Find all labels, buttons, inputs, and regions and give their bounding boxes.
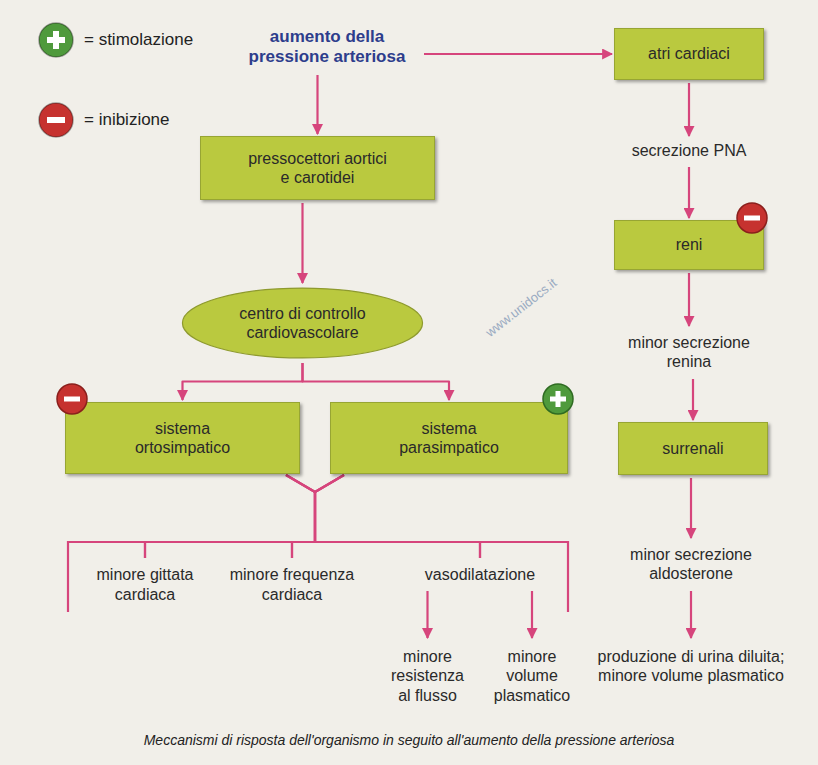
flow-arrow <box>292 475 344 558</box>
effects-bracket <box>68 542 568 612</box>
process-box: atri cardiaci <box>614 28 764 80</box>
flow-arrow <box>301 203 303 283</box>
node-text: secrezione PNA <box>632 141 747 160</box>
legend-text: = inibizione <box>84 110 170 130</box>
flow-arrow <box>426 591 428 638</box>
flow-arrow <box>286 475 315 558</box>
ellipse-outline <box>180 285 425 361</box>
flow-arrow <box>303 363 450 400</box>
node-text: vasodilatazione <box>425 565 535 584</box>
flow-arrow <box>145 475 315 558</box>
flow-arrow <box>183 363 303 400</box>
node-text: minore resistenza al flusso <box>385 647 470 705</box>
node-text: atri cardiaci <box>648 44 730 63</box>
flow-arrow <box>315 475 480 558</box>
legend-text: = stimolazione <box>84 30 193 50</box>
effect-text: vasodilatazione <box>410 562 550 588</box>
node-text: aumento della pressione arteriosa <box>245 27 410 68</box>
legend-swatch-frame <box>36 100 76 140</box>
flow-text: minor secrezione aldosterone <box>606 540 776 588</box>
node-text: centro di controllo cardiovascolare <box>223 304 383 342</box>
legend-entry: = inibizione <box>36 100 170 140</box>
node-text: sistema parasimpatico <box>389 419 509 457</box>
legend-entry: = stimolazione <box>36 20 193 60</box>
legend-swatch-frame <box>36 20 76 60</box>
legend-swatch <box>39 103 73 137</box>
effect-text: minore frequenza cardiaca <box>222 562 362 607</box>
effect-text: minore resistenza al flusso <box>380 640 475 712</box>
trigger-heading: aumento della pressione arteriosa <box>236 22 418 72</box>
sign-bar <box>47 117 65 123</box>
effect-text: minore volume plasmatico <box>484 640 580 712</box>
flow-arrow <box>424 53 612 55</box>
node-text: minore frequenza cardiaca <box>227 565 357 603</box>
effect-text: minore gittata cardiaca <box>78 562 212 607</box>
flow-arrow <box>690 591 692 638</box>
node-text: minor secrezione aldosterone <box>606 545 776 583</box>
ellipse-shape <box>182 288 422 358</box>
node-text: reni <box>676 235 703 254</box>
flow-arrow <box>692 379 694 420</box>
node-text: produzione di urina diluita; minore volu… <box>584 647 798 685</box>
node-text: minore volume plasmatico <box>490 647 575 705</box>
flow-arrow <box>688 273 690 326</box>
node-text: surrenali <box>662 439 723 458</box>
figure-caption: Meccanismi di risposta dell'organismo in… <box>0 732 818 748</box>
inhibition-sign <box>57 384 87 414</box>
control-ellipse: centro di controllo cardiovascolare <box>180 285 425 361</box>
watermark: www.unidocs.it <box>482 275 559 340</box>
inhibition-sign <box>737 203 767 233</box>
sign-bar <box>53 31 59 49</box>
node-text: minor secrezione renina <box>614 333 764 371</box>
legend-swatch <box>39 23 73 57</box>
process-box: sistema parasimpatico <box>330 402 568 474</box>
flow-text: produzione di urina diluita; minore volu… <box>584 640 798 692</box>
flow-arrow <box>690 478 692 538</box>
flow-arrow <box>688 83 690 136</box>
process-box: surrenali <box>618 422 768 475</box>
process-box: reni <box>614 220 764 270</box>
flow-arrow <box>286 475 480 558</box>
node-text: sistema ortosimpatico <box>123 419 243 457</box>
flow-arrow <box>688 167 690 218</box>
stimulation-sign <box>543 384 573 414</box>
flow-arrow <box>316 75 318 134</box>
flow-text: secrezione PNA <box>614 138 764 164</box>
process-box: sistema ortosimpatico <box>65 402 300 474</box>
flow-text: minor secrezione renina <box>614 328 764 376</box>
node-text: pressocettori aortici e carotidei <box>245 149 390 187</box>
process-box: pressocettori aortici e carotidei <box>200 136 435 200</box>
node-text: minore gittata cardiaca <box>90 565 200 603</box>
flow-arrow <box>531 591 533 638</box>
